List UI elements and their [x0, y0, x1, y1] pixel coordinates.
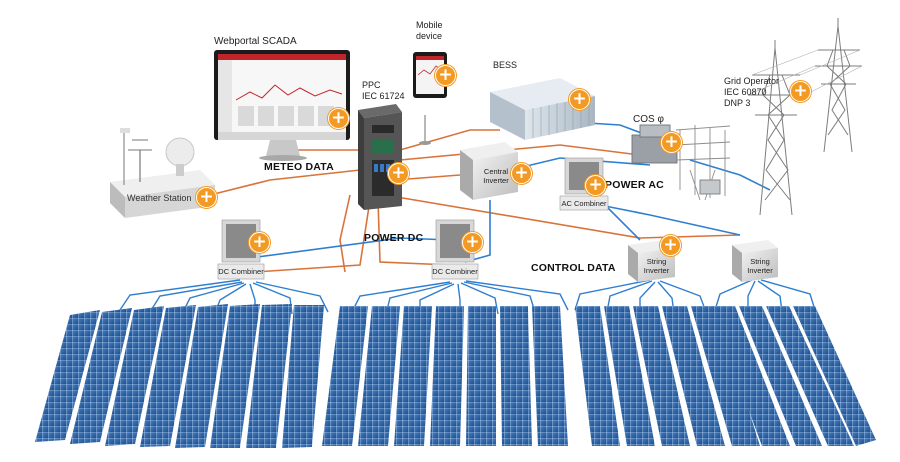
antenna [419, 115, 431, 145]
power-dc-label: POWER DC [364, 232, 424, 244]
grid-operator-label: Grid Operator IEC 60870 DNP 3 [724, 76, 780, 108]
dc-combiner-label-1: DC Combiner [218, 267, 264, 276]
cable-ppc-grid [399, 144, 641, 161]
central-inverter-label: Central Inverter [483, 167, 509, 185]
cable-ppc-dccomb2 [377, 199, 451, 266]
string-inverter-box-2 [732, 240, 778, 282]
ac-combiner-label: AC Combiner [561, 199, 607, 208]
ppc-hotspot-button[interactable]: + [388, 163, 409, 184]
weather-station-hotspot-button[interactable]: + [196, 187, 217, 208]
cable-accomb-string [599, 204, 741, 236]
ac-combiner-hotspot-button[interactable]: + [585, 175, 606, 196]
cos-phi-hotspot-button[interactable]: + [661, 132, 682, 153]
cable-ppc-loop [339, 194, 351, 273]
string-inverter-hotspot-button[interactable]: + [660, 235, 681, 256]
string-inverter-label-1: String Inverter [643, 257, 670, 275]
grid-operator-hotspot-button[interactable]: + [790, 81, 811, 102]
central-inverter-box [460, 142, 518, 200]
string-inverter-label-2: String Inverter [747, 257, 773, 275]
bess-hotspot-button[interactable]: + [569, 89, 590, 110]
pv-array-1 [35, 304, 324, 448]
mobile-device [413, 52, 447, 98]
weather-station-label: Weather Station [127, 193, 192, 203]
cable-grid [689, 159, 771, 191]
ppc-label: PPC IEC 61724 [362, 80, 405, 101]
dc-combiner-label-2: DC Combiner [432, 267, 478, 276]
ppc-cabinet [358, 104, 402, 210]
bess-container [490, 78, 595, 140]
pv-array-2 [322, 306, 568, 446]
pv-array-4 [710, 306, 876, 446]
mobile-device-label: Mobile device [416, 20, 443, 41]
mobile-hotspot-button[interactable]: + [435, 65, 456, 86]
scada-hotspot-button[interactable]: + [328, 108, 349, 129]
webportal-scada-label: Webportal SCADA [214, 36, 297, 47]
meteo-data-label: METEO DATA [264, 161, 334, 173]
dc-combiner-1-hotspot-button[interactable]: + [249, 232, 270, 253]
bess-label: BESS [493, 60, 518, 70]
cable-ppc-strings [384, 194, 741, 239]
cable-power-dc [249, 237, 451, 259]
dc-combiner-2-hotspot-button[interactable]: + [462, 232, 483, 253]
weather-station [110, 128, 215, 218]
pv-array-3 [575, 306, 760, 446]
cable-weather-ppc [209, 169, 361, 196]
control-data-label: CONTROL DATA [531, 262, 616, 274]
power-ac-label: POWER AC [605, 179, 664, 191]
central-inverter-hotspot-button[interactable]: + [511, 163, 532, 184]
power-pylons [747, 18, 863, 216]
cos-phi-label: COS φ [633, 114, 664, 125]
scada-monitor [214, 50, 350, 161]
cable-ppc-dccomb1 [254, 199, 371, 273]
